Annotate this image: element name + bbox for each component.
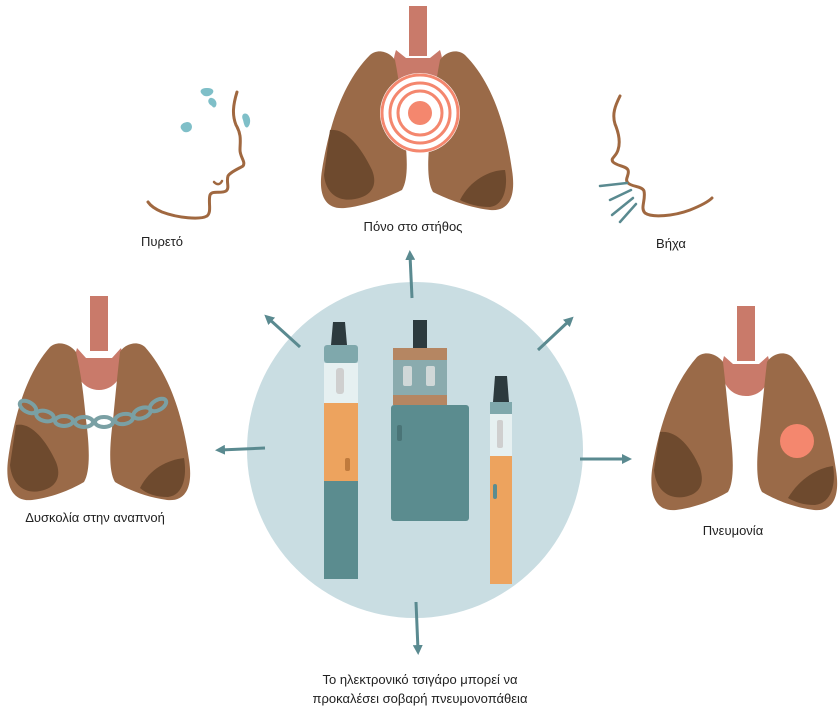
- arrow-left: [215, 444, 266, 455]
- caption-line-2: προκαλέσει σοβαρή πνευμονοπάθεια: [312, 691, 528, 706]
- arrow-up-left: [264, 314, 302, 349]
- arrow-down: [412, 601, 423, 655]
- caption-line-1: Το ηλεκτρονικό τσιγάρο μπορεί να: [322, 672, 518, 687]
- caption: Το ηλεκτρονικό τσιγάρο μπορεί να προκαλέ…: [313, 670, 528, 708]
- ecig-pen-left: [324, 322, 358, 579]
- label-pneumonia: Πνευμονία: [702, 523, 764, 538]
- face-fever: [146, 88, 251, 220]
- ecig-pen-right: [490, 376, 512, 584]
- lungs-chest-pain: [320, 6, 514, 211]
- label-breathing-difficulty: Δυσκολία στην αναπνοή: [25, 510, 165, 525]
- arrows: [215, 250, 632, 655]
- ecig-box-mod: [391, 320, 469, 521]
- label-chest-pain: Πόνο στο στήθος: [363, 219, 463, 234]
- label-fever: Πυρετό: [140, 234, 184, 249]
- arrow-up-right: [536, 316, 574, 352]
- infection-dot: [780, 424, 814, 458]
- pain-dot: [408, 101, 432, 125]
- lungs-pneumonia: [651, 306, 838, 511]
- lungs-breathing: [7, 296, 191, 501]
- label-cough: Βήχα: [656, 236, 686, 251]
- arrow-up: [405, 250, 416, 299]
- face-cough: [598, 94, 714, 224]
